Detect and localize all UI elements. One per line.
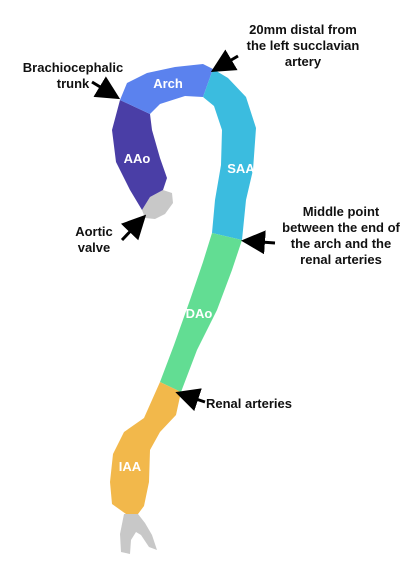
segment-aao: [112, 100, 167, 210]
annotation-distal: 20mm distal from the left succlavian art…: [246, 22, 360, 69]
segment-saa: [203, 69, 256, 240]
label-aao: AAo: [124, 151, 151, 166]
label-saa: SAA: [227, 161, 255, 176]
arrow-midpoint: [241, 230, 276, 255]
segment-arch: [120, 64, 213, 114]
iliac-bifurcation: [120, 514, 157, 554]
annotation-brachiocephalic: Brachiocephalic trunk: [22, 60, 124, 91]
segment-iaa: [110, 382, 181, 514]
arrow-brachiocephalic: [91, 76, 121, 100]
arrow-distal: [210, 49, 239, 73]
segment-dao: [160, 233, 242, 392]
annotation-midpoint: Middle point between the end of the arch…: [282, 204, 400, 267]
arrow-renal: [175, 388, 206, 412]
arrow-aortic-valve: [120, 214, 147, 242]
annotation-renal: Renal arteries: [206, 396, 292, 411]
label-iaa: IAA: [119, 459, 142, 474]
annotation-aortic-valve: Aortic valve: [75, 224, 113, 255]
label-arch: Arch: [153, 76, 183, 91]
aortic-valve-region: [142, 190, 173, 219]
label-dao: DAo: [186, 306, 213, 321]
